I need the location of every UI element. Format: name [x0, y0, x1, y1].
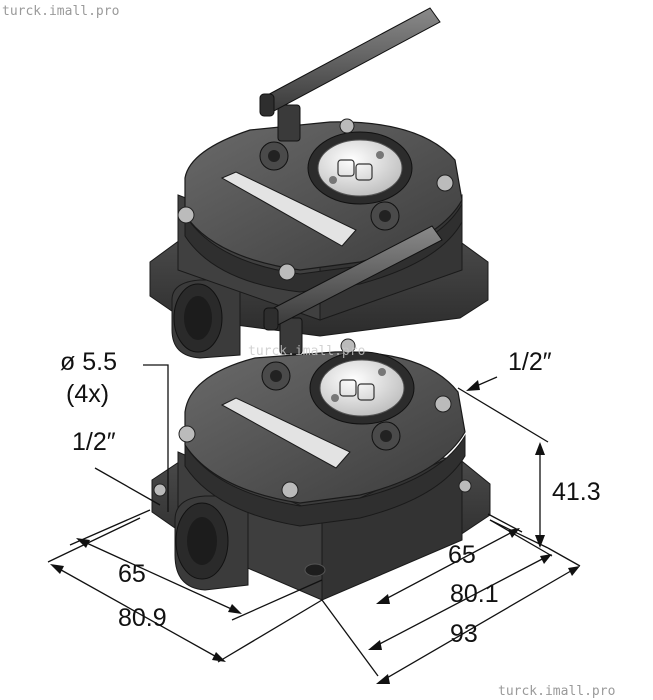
- port-left-label: 1/2″: [72, 428, 116, 456]
- watermark-top: turck.imall.pro: [2, 4, 119, 19]
- led-window-icon: [331, 368, 386, 402]
- hole-diameter-label: ø 5.5: [60, 348, 117, 376]
- width-left-inner-label: 65: [118, 560, 146, 588]
- antenna-icon: [263, 225, 443, 355]
- depth-inner-label: 65: [448, 541, 476, 569]
- depth-mid-label: 80.1: [450, 580, 499, 608]
- watermark-bottom: turck.imall.pro: [498, 684, 615, 699]
- dimension-lines: [47, 364, 581, 684]
- device-back: [149, 7, 489, 359]
- antenna-icon: [259, 7, 441, 142]
- port-right-label: 1/2″: [508, 348, 552, 376]
- watermark-center: turck.imall.pro: [248, 344, 365, 359]
- led-window-icon: [329, 151, 384, 184]
- height-label: 41.3: [552, 478, 601, 506]
- depth-outer-label: 93: [450, 620, 478, 648]
- width-left-outer-label: 80.9: [118, 604, 167, 632]
- device-front: [151, 225, 491, 601]
- hole-count-label: (4x): [66, 380, 109, 408]
